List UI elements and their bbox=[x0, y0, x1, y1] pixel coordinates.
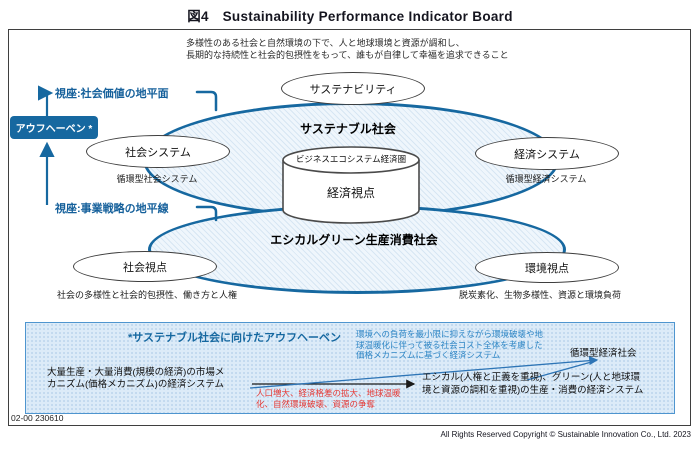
env-view-subtitle: 脱炭素化、生物多様性、資源と環境負荷 bbox=[459, 290, 622, 300]
economic-system-subtitle: 循環型経済システム bbox=[505, 174, 587, 184]
legend-eco-line1: 環境への負荷を最小限に抑えながら環境破壊や地 bbox=[356, 329, 544, 339]
cylinder-core-label: 経済視点 bbox=[326, 186, 375, 200]
legend-mass-line2: カニズム(価格メカニズム)の経済システム bbox=[47, 379, 225, 390]
legend-ethical-line2: 境と資源の調和を重視)の生産・消費の経済システム bbox=[422, 384, 644, 396]
economic-system-node: 経済システム bbox=[475, 137, 619, 170]
aufheben-badge-label: アウフヘーベン * bbox=[15, 124, 93, 135]
env-view-label: 環境視点 bbox=[525, 262, 569, 275]
ethical-green-society-label: エシカルグリーン生産消費社会 bbox=[270, 233, 438, 247]
top-description-line1: 多様性のある社会と自然環境の下で、人と地球環境と資源が調和し、 bbox=[186, 38, 465, 48]
legend-risk-line2: 化、自然環境破壊、資源の争奪 bbox=[256, 398, 376, 409]
page-title: 図4 Sustainability Performance Indicator … bbox=[187, 9, 513, 24]
document-code: 02-00 230610 bbox=[11, 413, 64, 423]
social-system-subtitle: 循環型社会システム bbox=[116, 174, 198, 184]
legend-circular-economy-label: 循環型経済社会 bbox=[570, 348, 637, 359]
social-system-label: 社会システム bbox=[125, 146, 191, 159]
ethical-green-society-ellipse bbox=[148, 205, 566, 294]
social-view-node: 社会視点 bbox=[73, 251, 217, 282]
legend-title: *サステナブル社会に向けたアウフヘーベン bbox=[128, 332, 342, 344]
sustainability-node: サステナビリティ bbox=[281, 72, 425, 105]
social-system-node: 社会システム bbox=[86, 135, 230, 168]
aufheben-badge: アウフヘーベン * bbox=[10, 116, 98, 139]
viewpoint-business-strategy-label: 視座:事業戦略の地平線 bbox=[55, 203, 169, 215]
top-description-line2: 長期的な持続性と社会的包摂性をもって、誰もが自律して幸福を追求できること bbox=[186, 49, 509, 60]
legend-eco-mechanism-text: 環境への負荷を最小限に抑えながら環境破壊や地 球温暖化に伴って被る社会コスト全体… bbox=[356, 329, 543, 361]
legend-eco-line2: 球温暖化に伴って被る社会コスト全体を考慮した bbox=[356, 339, 543, 350]
cylinder-ring-label: ビジネスエコシステム経済圏 bbox=[295, 154, 407, 164]
sustainable-society-label: サステナブル社会 bbox=[300, 122, 396, 136]
legend-ethical-line1: エシカル(人権と正義を重視)、グリーン(人と地球環 bbox=[422, 372, 641, 383]
legend-mass-line1: 大量生産・大量消費(規模の経済)の市場メ bbox=[47, 367, 225, 378]
legend-eco-line3: 価格メカニズムに基づく経済システム bbox=[356, 350, 501, 360]
viewpoint-social-value-label: 視座:社会価値の地平面 bbox=[55, 88, 169, 100]
copyright-notice: All Rights Reserved Copyright © Sustaina… bbox=[440, 430, 691, 439]
env-view-node: 環境視点 bbox=[475, 252, 619, 283]
social-view-subtitle: 社会の多様性と社会的包摂性、働き方と人権 bbox=[57, 290, 238, 300]
social-view-label: 社会視点 bbox=[123, 261, 167, 274]
top-description: 多様性のある社会と自然環境の下で、人と地球環境と資源が調和し、 長期的な持続性と… bbox=[186, 38, 509, 61]
legend-mass-production-text: 大量生産・大量消費(規模の経済)の市場メ カニズム(価格メカニズム)の経済システ… bbox=[47, 367, 224, 391]
legend-risk-text: 人口増大、経済格差の拡大、地球温暖 化、自然環境破壊、資源の争奪 bbox=[256, 388, 401, 409]
sustainability-node-label: サステナビリティ bbox=[309, 83, 397, 96]
legend-risk-line1: 人口増大、経済格差の拡大、地球温暖 bbox=[256, 388, 401, 398]
economic-system-label: 経済システム bbox=[514, 148, 580, 161]
legend-ethical-green-text: エシカル(人権と正義を重視)、グリーン(人と地球環 境と資源の調和を重視)の生産… bbox=[422, 372, 643, 397]
